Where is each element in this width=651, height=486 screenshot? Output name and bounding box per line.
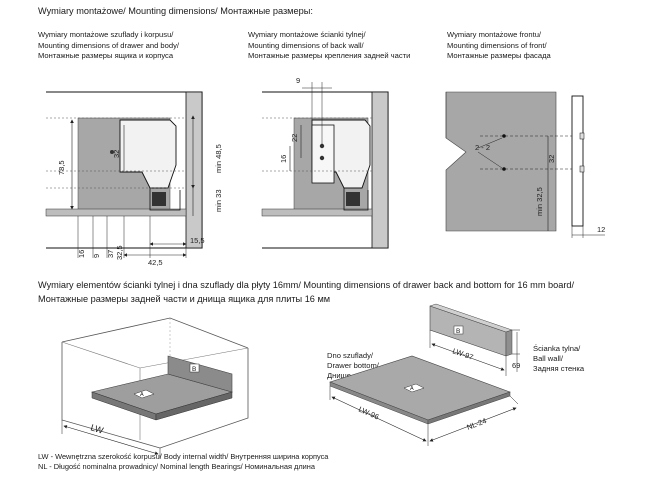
caption-front: Wymiary montażowe frontu/ Mounting dimen… — [447, 30, 551, 62]
front-panel — [445, 91, 557, 232]
dim-32-5: 32,5 — [115, 245, 124, 260]
caption-line: Mounting dimensions of drawer and body/ — [38, 40, 179, 50]
front-side-profile — [571, 95, 584, 227]
label-a: A — [140, 392, 144, 398]
label-b-tag — [189, 363, 200, 373]
drawer-bottom-shelf — [45, 208, 187, 217]
dim-42-5: 42,5 — [148, 258, 163, 267]
runner-bracket — [343, 188, 369, 211]
dim-69: 69 — [512, 361, 520, 370]
dim-nl-24: NL-24 — [465, 416, 487, 432]
back-wall-drawing: 9 22 16 — [261, 76, 389, 249]
dim-min-33: min 33 — [214, 189, 223, 212]
dim-2-2: 2 - 2 — [475, 143, 490, 152]
dim-9: 9 — [92, 254, 101, 258]
page-title: Wymiary montażowe/ Mounting dimensions/ … — [38, 6, 313, 16]
caption-line: Mounting dimensions of back wall/ — [248, 40, 364, 50]
dim-9: 9 — [296, 76, 300, 85]
caption-line: Wymiary montażowe szuflady i korpusu/ — [38, 30, 174, 39]
label-a: A — [410, 386, 414, 392]
legend-lw: LW - Wewnętrzna szerokość korpusu/ Body … — [38, 452, 329, 461]
dim-min-32-5: min 32,5 — [535, 187, 544, 216]
caption-line: Монтажные размеры фасада — [447, 51, 551, 61]
dim-22: 22 — [290, 134, 299, 142]
runner-slide — [346, 192, 360, 206]
caption-line: Wymiary montażowe ścianki tylnej/ — [248, 30, 366, 39]
legend-nl: NL - Długość nominalna prowadnicy/ Nomin… — [38, 462, 315, 471]
front-hole — [502, 167, 506, 171]
caption-line: Wymiary montażowe frontu/ — [447, 30, 542, 39]
drawer-bottom-shelf — [261, 208, 373, 217]
dim-12: 12 — [597, 225, 605, 234]
section-title-line: Wymiary elementów ścianki tylnej i dna s… — [38, 280, 575, 290]
label-b: B — [192, 366, 196, 373]
legend: LW - Wewnętrzna szerokość korpusu/ Body … — [38, 452, 328, 472]
dim-lw-96: LW-96 — [357, 405, 380, 422]
runner-slide — [152, 192, 166, 206]
bracket-hole — [319, 155, 325, 161]
section-title: Wymiary elementów ścianki tylnej i dna s… — [38, 278, 574, 306]
label-a-tag — [403, 383, 425, 393]
iso-parts-drawing: B LW-97 69 A LW-96 NL-24 — [329, 303, 520, 446]
cabinet-side-panel — [185, 91, 203, 249]
caption-back-wall-iso: Ścianka tylna/ Ball wall/ Задняя стенка — [533, 344, 584, 374]
dim-32: 32 — [112, 150, 121, 158]
dim-16: 16 — [77, 250, 86, 258]
back-wall-board — [429, 305, 507, 357]
caption-line: Монтажные размеры ящика и корпуса — [38, 51, 174, 61]
dim-37: 37 — [106, 250, 115, 258]
front-drawing: 2 - 2 32 min 32,5 12 — [445, 91, 605, 238]
caption-line: Drawer bottom/ — [327, 361, 379, 370]
cabinet-side-panel — [371, 91, 389, 249]
dim-32: 32 — [547, 155, 556, 163]
label-a-tag — [133, 389, 155, 399]
front-hole — [502, 134, 506, 138]
label-b: B — [456, 328, 460, 335]
caption-line: Mounting dimensions of front/ — [447, 40, 547, 50]
dim-15-5: 15,5 — [190, 236, 205, 245]
iso-cabinet-drawing: B A LW — [61, 317, 249, 458]
caption-back-wall: Wymiary montażowe ścianki tylnej/ Mounti… — [248, 30, 410, 62]
caption-line: Dno szuflady/ — [327, 351, 374, 360]
section-title-line: Монтажные размеры задней части и днища я… — [38, 294, 331, 304]
label-b-tag — [453, 325, 464, 335]
caption-line: Ścianka tylna/ — [533, 344, 581, 353]
back-bracket — [311, 124, 335, 184]
dim-min-48-5: min 48,5 — [214, 144, 223, 173]
caption-line: Ball wall/ — [533, 354, 563, 363]
drawer-body-drawing: 78,5 32 min 48,5 min 33 16 9 37 32,5 15,… — [45, 91, 223, 267]
caption-drawer-body: Wymiary montażowe szuflady i korpusu/ Mo… — [38, 30, 179, 62]
runner-bracket — [149, 188, 181, 211]
caption-line: Монтажные размеры крепления задней части — [248, 51, 411, 61]
dim-16: 16 — [279, 155, 288, 163]
caption-line: Задняя стенка — [533, 364, 585, 373]
dim-78-5: 78,5 — [57, 160, 66, 175]
dim-lw-97: LW-97 — [451, 346, 474, 361]
screw-hole — [110, 150, 114, 154]
dim-lw: LW — [89, 422, 105, 435]
